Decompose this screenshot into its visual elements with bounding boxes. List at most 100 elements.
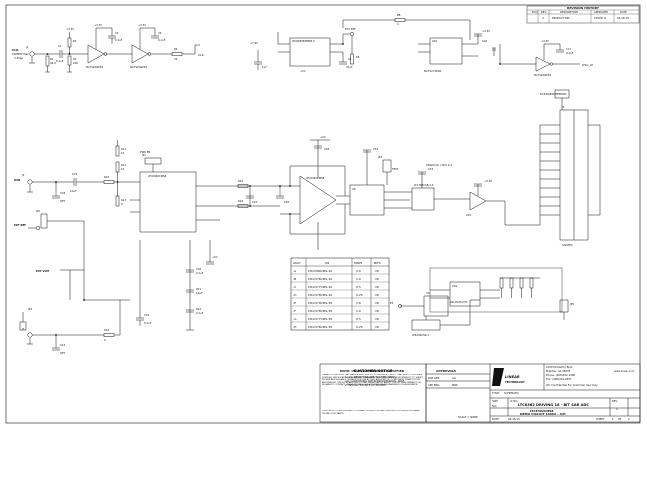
c26-label: C26: [284, 200, 289, 204]
u10-label: U10: [432, 39, 438, 43]
u4-ref: U4: [426, 291, 430, 295]
assy-cell: 0.5: [356, 285, 361, 289]
pcb-des-label: PCB DES.: [428, 376, 440, 380]
jp2-label: JP2: [35, 209, 40, 213]
r2-label: R2: [73, 39, 77, 43]
r4-label: R4: [174, 47, 178, 51]
c5-value: 1uF: [262, 65, 267, 69]
rev-val-rev: 3: [542, 16, 544, 20]
r13-value: 0: [121, 202, 123, 206]
clk-input-freq: 100MHz Max: [12, 52, 29, 56]
date-label: DATE:: [492, 417, 500, 421]
assy-cell: -C: [293, 285, 296, 289]
address-fax: Fax: (408)434-0507: [546, 377, 572, 381]
clk-input-amp: 3.3Vpp: [14, 56, 24, 60]
confidential-label: LTC Confidential-For Customer Use Only: [546, 383, 598, 387]
assy-cell: 16: [375, 285, 379, 289]
logo-text-1: LINEAR: [505, 375, 520, 379]
c19-value: 10uF: [70, 189, 77, 193]
assy-cell: 0.5: [356, 317, 361, 321]
u1-vcc: +3.3V: [94, 23, 102, 27]
r13-label: R13: [121, 198, 126, 202]
assy-cell: 0.25: [356, 325, 363, 329]
assy-cell: -B: [293, 277, 296, 281]
app-eng-value: MRK: [452, 383, 458, 387]
customer-notice-title: CUSTOMER NOTICE: [354, 369, 393, 373]
assy-hdr-bits: BITS: [374, 261, 381, 265]
e3-label: E3: [390, 301, 394, 305]
rev-val-desc: PRODUCTION: [552, 16, 570, 20]
ain-label: AIN: [14, 178, 20, 182]
v33-label-2: +3.3V: [482, 29, 490, 33]
rev-label: REV.: [612, 399, 618, 403]
assy-cell: 0.25: [356, 293, 363, 297]
c18-label: C18: [60, 191, 65, 195]
jp1-label: JP1: [141, 153, 146, 157]
assy-hdr-assy: ASSY: [293, 261, 301, 265]
r15-label: R15: [238, 179, 243, 183]
ext-ref-label: EXT REF: [345, 27, 356, 31]
c17-value: 0.1uF: [566, 51, 574, 55]
of-label: OF: [618, 417, 622, 421]
junction-dots: [46, 43, 501, 336]
c36-label: C36: [196, 267, 201, 271]
schematic-label: SCHEMATIC: [504, 391, 519, 395]
c-vcc-label: +5V: [212, 255, 218, 259]
assy-cell: LTC2379CMS-18: [308, 301, 332, 305]
assy-cell: 2.0: [356, 269, 361, 273]
eeprom-section: [398, 267, 569, 331]
c17-label: C17: [566, 47, 571, 51]
u5-name: LTC6655BHMS8-5: [292, 39, 315, 43]
u13-name: NC7SZ04P5X: [534, 73, 551, 77]
ic-no-label: IC NO.: [510, 399, 518, 403]
logic-labels: U10 NC7SV74K8X C16 +3.3V NC7SZ04P5X +3.3…: [424, 29, 593, 77]
of-value: 2: [628, 417, 630, 421]
notes-block: NOTE: UNLESS OTHERWISE SPECIFIED 1. ALL …: [340, 369, 405, 387]
j5-label: J5: [561, 105, 565, 109]
r11-value: 1K: [121, 151, 125, 155]
c4-label: C4: [348, 57, 352, 61]
size-value: N/A: [492, 404, 497, 408]
test-label: TEST: [392, 167, 399, 171]
assy-cell: 1.0: [356, 277, 361, 281]
clk-input-label: CLK: [12, 48, 19, 52]
r22-value: 0.1uF: [196, 311, 204, 315]
r12-label: R12: [121, 163, 126, 167]
eeprom-conn-label: DC590/890 EEPROM: [540, 92, 566, 96]
title-block: [319, 363, 641, 423]
c23-label: C23: [60, 343, 65, 347]
j3-label: J3: [21, 327, 25, 331]
assy-cell: LTC2376CMS-16: [308, 277, 332, 281]
u14-label: LT1763CS8-3.3: [414, 183, 434, 187]
assy-cell: 1.0: [356, 309, 361, 313]
c32-label: C32: [373, 147, 378, 151]
assy-hdr-msps: MSPS: [354, 261, 362, 265]
r3-label: R3: [73, 57, 77, 61]
r14-value: 0: [104, 338, 106, 342]
assy-cell: 18: [375, 301, 379, 305]
mid-lower-section: [186, 240, 214, 331]
demo-circuit-label: DEMO CIRCUIT 1696A - A/H: [520, 412, 566, 416]
assy-hdr-u8: U8: [325, 261, 329, 265]
assy-cell: 16: [375, 293, 379, 297]
assy-cell: 18: [375, 325, 379, 329]
address-2: Milpitas, CA 95035: [546, 369, 571, 373]
analog-input-labels: AIN J2 C18 OPT C19 10uF R10 R11 1K R12 1…: [14, 147, 167, 355]
pwr-en-label: PWR EN: [140, 150, 150, 154]
r1-label: R1: [50, 57, 54, 61]
u4-name: LT6230CS6-1: [412, 333, 429, 337]
size-label: SIZE: [492, 399, 498, 403]
v5-label-u12: +5V: [320, 135, 326, 139]
customer-notice-body2: THIS CIRCUIT IS PROPRIETARY TO LINEAR TE…: [322, 410, 420, 415]
u1-name: NC7SZ04P5X: [86, 65, 103, 69]
assy-cell: 1.6: [356, 301, 361, 305]
c36-value: 0.1uF: [196, 271, 204, 275]
clock-input-labels: CLK 100MHz Max 3.3Vpp J1 R1 49.9 C1 0.1u…: [12, 23, 205, 69]
rev-hdr-approved: APPROVED: [594, 10, 608, 14]
revision-title: REVISION HISTORY: [567, 6, 600, 10]
r22-label: R22: [196, 307, 201, 311]
assy-cell: LTC2380CMS-16: [308, 269, 332, 273]
